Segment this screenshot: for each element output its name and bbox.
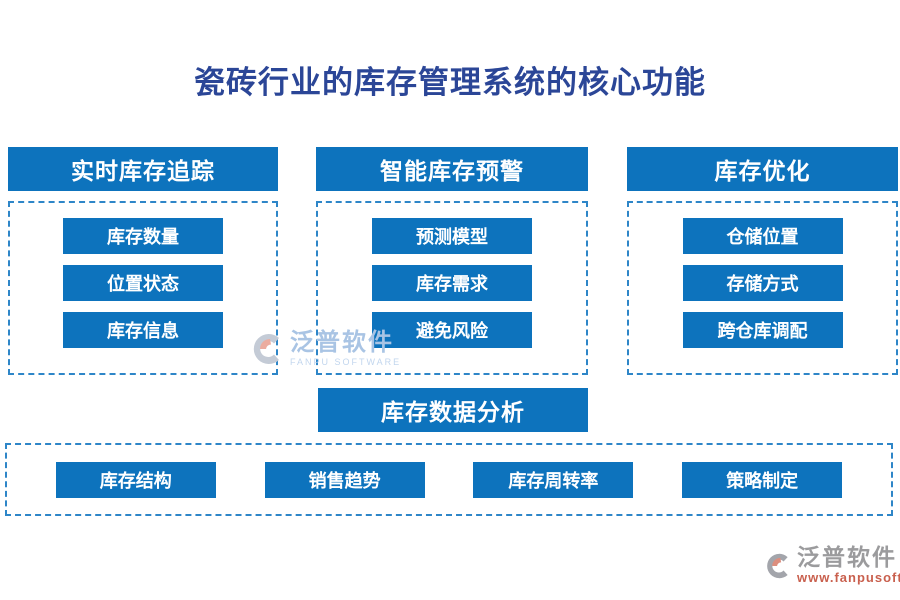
feature-node: 库存需求 — [372, 265, 532, 301]
feature-node: 库存数量 — [63, 218, 223, 254]
analysis-items-box: 库存结构 销售趋势 库存周转率 策略制定 — [5, 443, 893, 516]
watermark-brand-text: 泛普软件 — [797, 544, 897, 570]
section-header: 智能库存预警 — [316, 147, 588, 191]
fanpu-logo-icon — [766, 553, 793, 579]
section-header: 实时库存追踪 — [8, 147, 278, 191]
feature-node: 库存周转率 — [473, 461, 634, 498]
section-smart-inventory-alert: 智能库存预警 预测模型 库存需求 避免风险 — [316, 147, 588, 375]
section-inventory-optimization: 库存优化 仓储位置 存储方式 跨仓库调配 — [627, 147, 898, 375]
feature-node: 销售趋势 — [264, 461, 425, 498]
section-items-box: 库存数量 位置状态 库存信息 — [8, 201, 278, 375]
section-items-box: 预测模型 库存需求 避免风险 — [316, 201, 588, 375]
feature-node: 跨仓库调配 — [682, 312, 843, 348]
watermark-bottom-right: 泛普软件 www.fanpusoft.com — [766, 546, 900, 585]
feature-node: 预测模型 — [372, 218, 532, 254]
watermark-url-text: www.fanpusoft.com — [797, 570, 900, 585]
feature-node: 策略制定 — [682, 461, 843, 498]
feature-node: 位置状态 — [63, 265, 223, 301]
feature-node: 仓储位置 — [682, 218, 843, 254]
feature-node: 存储方式 — [682, 265, 843, 301]
section-header: 库存优化 — [627, 147, 898, 191]
section-inventory-data-analysis-header: 库存数据分析 — [318, 388, 588, 432]
feature-node: 库存结构 — [55, 461, 216, 498]
section-realtime-inventory-tracking: 实时库存追踪 库存数量 位置状态 库存信息 — [8, 147, 278, 375]
feature-node: 避免风险 — [372, 312, 532, 348]
page-title: 瓷砖行业的库存管理系统的核心功能 — [194, 65, 706, 100]
feature-node: 库存信息 — [63, 312, 223, 348]
section-items-box: 仓储位置 存储方式 跨仓库调配 — [627, 201, 898, 375]
